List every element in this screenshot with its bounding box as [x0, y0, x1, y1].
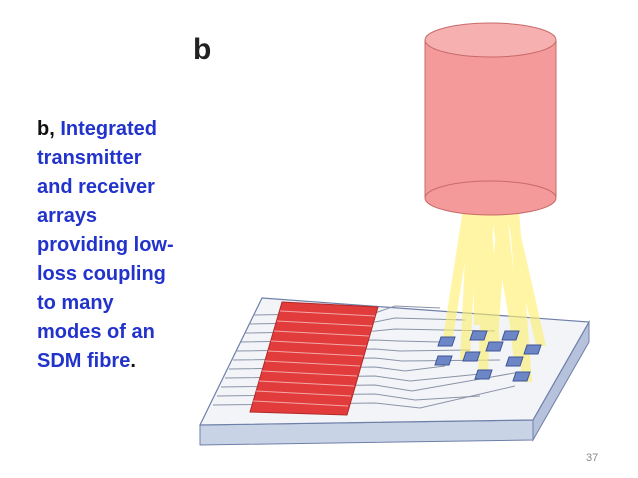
fibre-body — [425, 40, 556, 198]
light-beam — [488, 196, 508, 340]
fibre-bottom-edge — [424, 180, 557, 216]
sdm-fibre — [424, 22, 557, 216]
array-line — [267, 350, 364, 357]
array-line — [273, 330, 370, 337]
emitter-pad — [501, 330, 520, 341]
caption-text: Integrated — [60, 118, 158, 140]
emitter-pad — [434, 355, 453, 366]
waveguide-array — [249, 301, 379, 416]
caption-suffix: . — [130, 350, 136, 372]
caption-line: providing low- — [37, 234, 174, 256]
emitter-pad — [474, 369, 493, 380]
caption-line: and receiver — [37, 176, 155, 198]
array-line — [270, 340, 367, 347]
emitter-pad — [523, 344, 542, 355]
array-line — [252, 400, 349, 407]
panel-label: b — [193, 33, 212, 66]
caption-prefix: b, — [37, 118, 55, 140]
array-line — [261, 370, 358, 377]
light-beam — [460, 196, 478, 360]
caption-line: transmitter — [37, 147, 142, 169]
waveguide-array-block — [249, 301, 379, 416]
array-line — [258, 380, 355, 387]
caption-line: to many — [37, 292, 114, 314]
emitter-pad — [505, 356, 524, 367]
caption-line: SDM fibre. — [37, 347, 197, 376]
emitter-pad — [469, 330, 488, 341]
light-beam — [508, 196, 532, 382]
figure-caption: b, Integrated transmitter and receiver a… — [37, 115, 197, 376]
emitter-pad — [512, 371, 531, 382]
caption-line: arrays — [37, 205, 98, 227]
array-line — [279, 310, 376, 317]
fibre-top-face — [424, 22, 557, 58]
array-line — [276, 320, 373, 327]
emitter-pad — [437, 336, 456, 347]
emitter-pads — [434, 330, 542, 382]
page-number: 37 — [586, 452, 599, 464]
emitter-pad — [462, 351, 481, 362]
array-line — [255, 390, 352, 397]
caption-line: b, Integrated — [37, 115, 197, 144]
caption-line: loss coupling — [37, 263, 166, 285]
caption-line: modes of an — [37, 321, 155, 343]
array-line — [264, 360, 361, 367]
emitter-pad — [485, 341, 504, 352]
light-beams — [443, 196, 546, 382]
caption-text: SDM fibre — [37, 350, 131, 372]
